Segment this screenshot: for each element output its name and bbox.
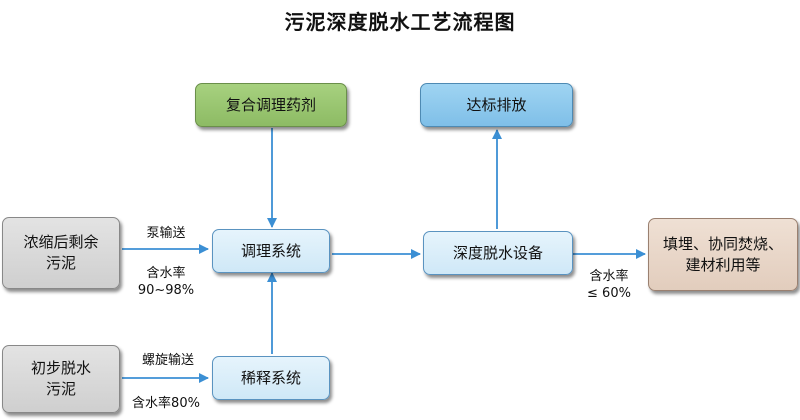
conditioning-system-box: 调理系统 xyxy=(212,229,330,273)
concentrated-sludge-box: 浓缩后剩余 污泥 xyxy=(2,217,120,289)
final-disposal-line-1: 填埋、协同焚烧、 xyxy=(662,234,783,253)
concentrated-sludge-line-1: 浓缩后剩余 xyxy=(23,233,99,251)
primary-sludge-box: 初步脱水 污泥 xyxy=(2,345,120,413)
screw-transport-label: 螺旋输送 xyxy=(141,353,194,368)
dewatered-moisture-label: 含水率 ≤ 60% xyxy=(587,269,631,301)
final-disposal-line-2: 建材利用等 xyxy=(685,255,761,274)
moisture-primary-label: 含水率80% xyxy=(132,396,200,411)
moisture-concentrated-label: 含水率 90~98% xyxy=(137,266,195,298)
dilution-system-box: 稀释系统 xyxy=(212,356,330,400)
diagram-title: 污泥深度脱水工艺流程图 xyxy=(284,10,516,34)
discharge-box: 达标排放 xyxy=(420,83,573,127)
conditioning-agent-box: 复合调理药剂 xyxy=(195,83,347,127)
primary-sludge-line-2: 污泥 xyxy=(45,380,76,398)
primary-sludge-line-1: 初步脱水 xyxy=(30,359,91,377)
final-disposal-box: 填埋、协同焚烧、 建材利用等 xyxy=(648,218,798,291)
concentrated-sludge-line-2: 污泥 xyxy=(45,254,76,272)
pump-transport-label: 泵输送 xyxy=(146,226,186,241)
deep-dewatering-box: 深度脱水设备 xyxy=(423,231,573,275)
